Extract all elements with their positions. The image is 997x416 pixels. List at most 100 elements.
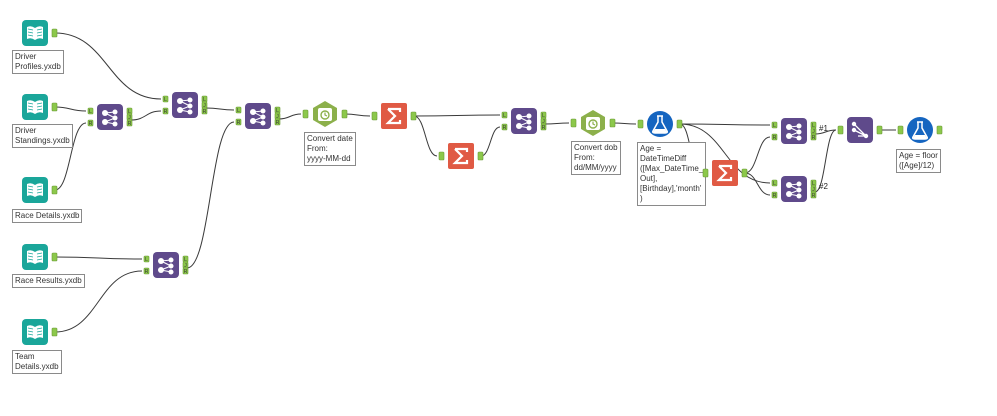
annotation-line: DateTimeDiff [640,154,687,163]
annotation-line: ([Max_DateTime_ [640,164,704,173]
tool-in-driver-profiles[interactable] [11,17,59,49]
tool-anchors[interactable] [370,100,418,132]
tool-anchors[interactable] [11,241,59,273]
connection-wire[interactable] [544,122,570,125]
svg-text:L: L [276,108,279,114]
tool-formula-convert-date[interactable] [301,98,349,130]
tool-anchors[interactable] [437,140,485,172]
tool-annotation-formula-age: Age =DateTimeDiff([Max_DateTime_Out],[Bi… [637,142,707,206]
annotation-line: Profiles.yxdb [15,62,61,71]
connection-wire[interactable] [679,123,771,184]
tool-anchors[interactable] [11,17,59,49]
connection-wire[interactable] [130,110,162,121]
svg-text:L: L [145,257,148,263]
connection-wire[interactable] [54,32,162,100]
join-icon [153,252,179,278]
annotation-line: Convert dob [574,143,618,152]
tool-summarize-3[interactable] [701,157,749,189]
tool-anchors[interactable] [569,107,617,139]
svg-text:L: L [773,181,776,187]
join-icon [511,108,537,134]
connection-wire[interactable] [612,122,637,125]
tool-anchors[interactable] [836,114,884,146]
connection-wire[interactable] [744,136,771,174]
connection-wire[interactable] [744,172,771,196]
svg-text:L: L [237,108,240,114]
connection-wire[interactable] [186,121,235,269]
tool-anchors[interactable] [11,174,59,206]
book-icon [22,244,48,270]
anchor-label-1: #1 [819,124,828,133]
annotation-line: dd/MM/yyyy [574,163,617,172]
tool-formula-age[interactable] [636,108,684,140]
connection-wire[interactable] [54,256,143,260]
tool-summarize-1[interactable] [370,100,418,132]
connection-wire[interactable] [54,270,143,333]
tool-anchors[interactable] [636,108,684,140]
connection-wire[interactable] [54,122,87,191]
svg-text:R: R [542,125,546,131]
tool-in-team-details[interactable] [11,316,59,348]
svg-text:L: L [812,123,815,129]
connection-wire[interactable] [814,129,837,135]
tool-anchors[interactable] [11,316,59,348]
connection-wire[interactable] [278,113,302,120]
annotation-line: yyyy-MM-dd [307,154,351,163]
tool-in-race-results[interactable] [11,241,59,273]
tool-anchors[interactable] [11,91,59,123]
sigma-icon [381,103,407,129]
book-icon [22,177,48,203]
annotation-line: Convert date [307,134,353,143]
connection-wire[interactable] [344,113,371,117]
svg-text:R: R [184,269,188,275]
tool-formula-convert-dob[interactable] [569,107,617,139]
svg-text:J: J [542,119,545,125]
tool-annotation-in-race-results: Race Results.yxdb [12,274,85,288]
tool-union-1[interactable] [836,114,884,146]
annotation-line: Age = floor [899,151,938,160]
tool-formula-age-floor[interactable] [896,114,944,146]
connection-wire[interactable] [205,107,235,111]
tool-in-race-details[interactable] [11,174,59,206]
annotation-line: Out], [640,174,658,183]
svg-text:J: J [812,129,815,135]
svg-text:L: L [773,123,776,129]
tool-anchors[interactable] [896,114,944,146]
annotation-line: [Birthday],'month' [640,184,702,193]
tool-summarize-2[interactable] [437,140,485,172]
svg-text:R: R [89,121,93,127]
tool-in-driver-standings[interactable] [11,91,59,123]
join-icon [172,92,198,118]
svg-text:L: L [128,109,131,115]
connection-wire[interactable] [413,114,501,117]
connection-wire[interactable] [413,115,438,157]
connection-wire[interactable] [814,129,837,193]
svg-text:J: J [128,115,131,121]
tool-anchors[interactable] [701,157,749,189]
svg-text:R: R [203,109,207,115]
connection-wire[interactable] [679,123,771,126]
svg-text:J: J [203,103,206,109]
annotation-line: Race Results.yxdb [15,276,82,285]
annotation-line: Team [15,352,35,361]
connection-wire[interactable] [54,106,87,112]
tool-anchors[interactable] [301,98,349,130]
svg-text:R: R [276,120,280,126]
